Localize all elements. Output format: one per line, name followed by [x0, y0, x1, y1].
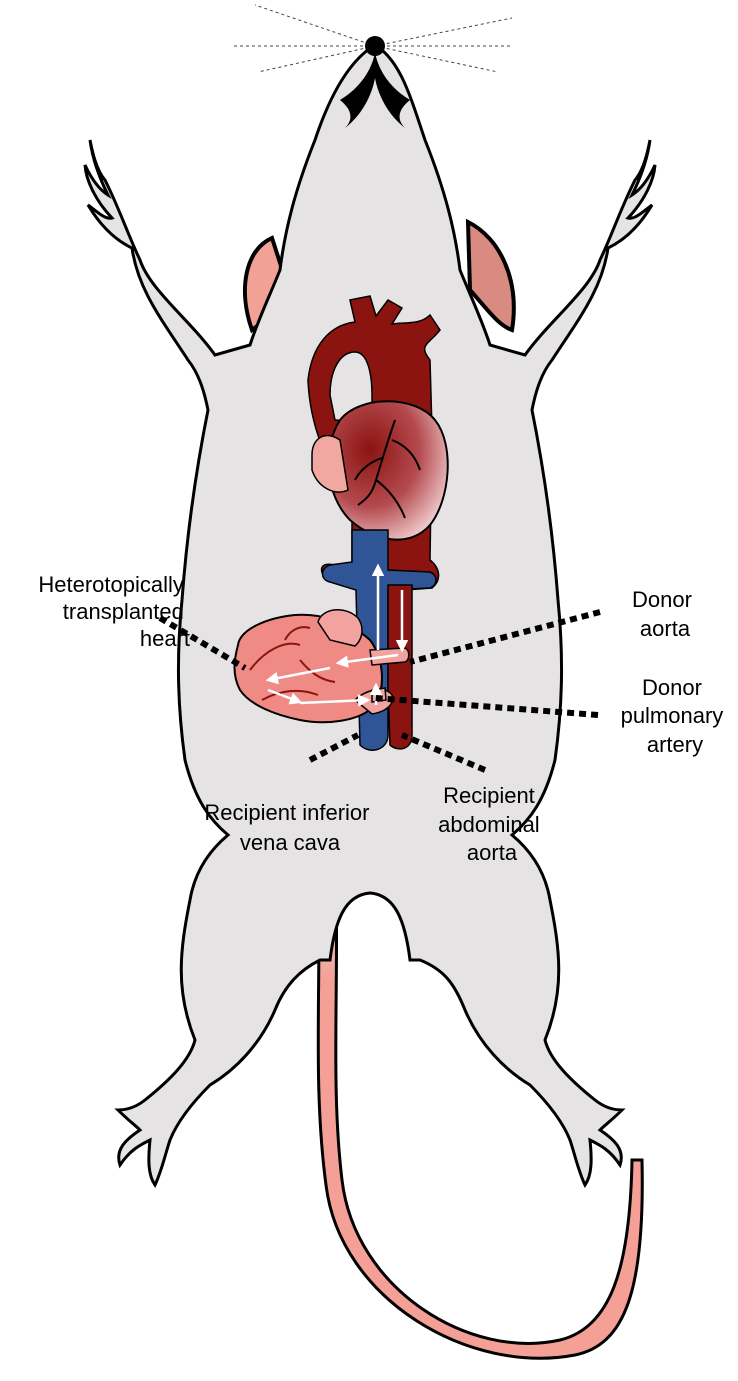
whiskers: [232, 4, 513, 73]
label-donor-aorta: Donor aorta: [632, 587, 698, 641]
nose: [365, 36, 385, 56]
flow-arrows: [265, 563, 409, 707]
label-heterotopic-heart: Heterotopically transplanted heart: [38, 572, 190, 651]
native-coronary-vessels: [354, 419, 421, 519]
leader-lines: [158, 609, 601, 773]
recipient-abdominal-aorta: [387, 584, 413, 750]
label-recipient-abdominal-aorta: Recipient abdominal aorta: [438, 783, 546, 865]
label-donor-pulmonary-artery: Donor pulmonary artery: [621, 675, 730, 757]
tail: [316, 853, 644, 1360]
native-heart-atrium: [311, 434, 349, 493]
right-ear: [465, 218, 516, 333]
label-recipient-ivc: Recipient inferior vena cava: [204, 800, 375, 855]
mouth: [340, 52, 410, 128]
